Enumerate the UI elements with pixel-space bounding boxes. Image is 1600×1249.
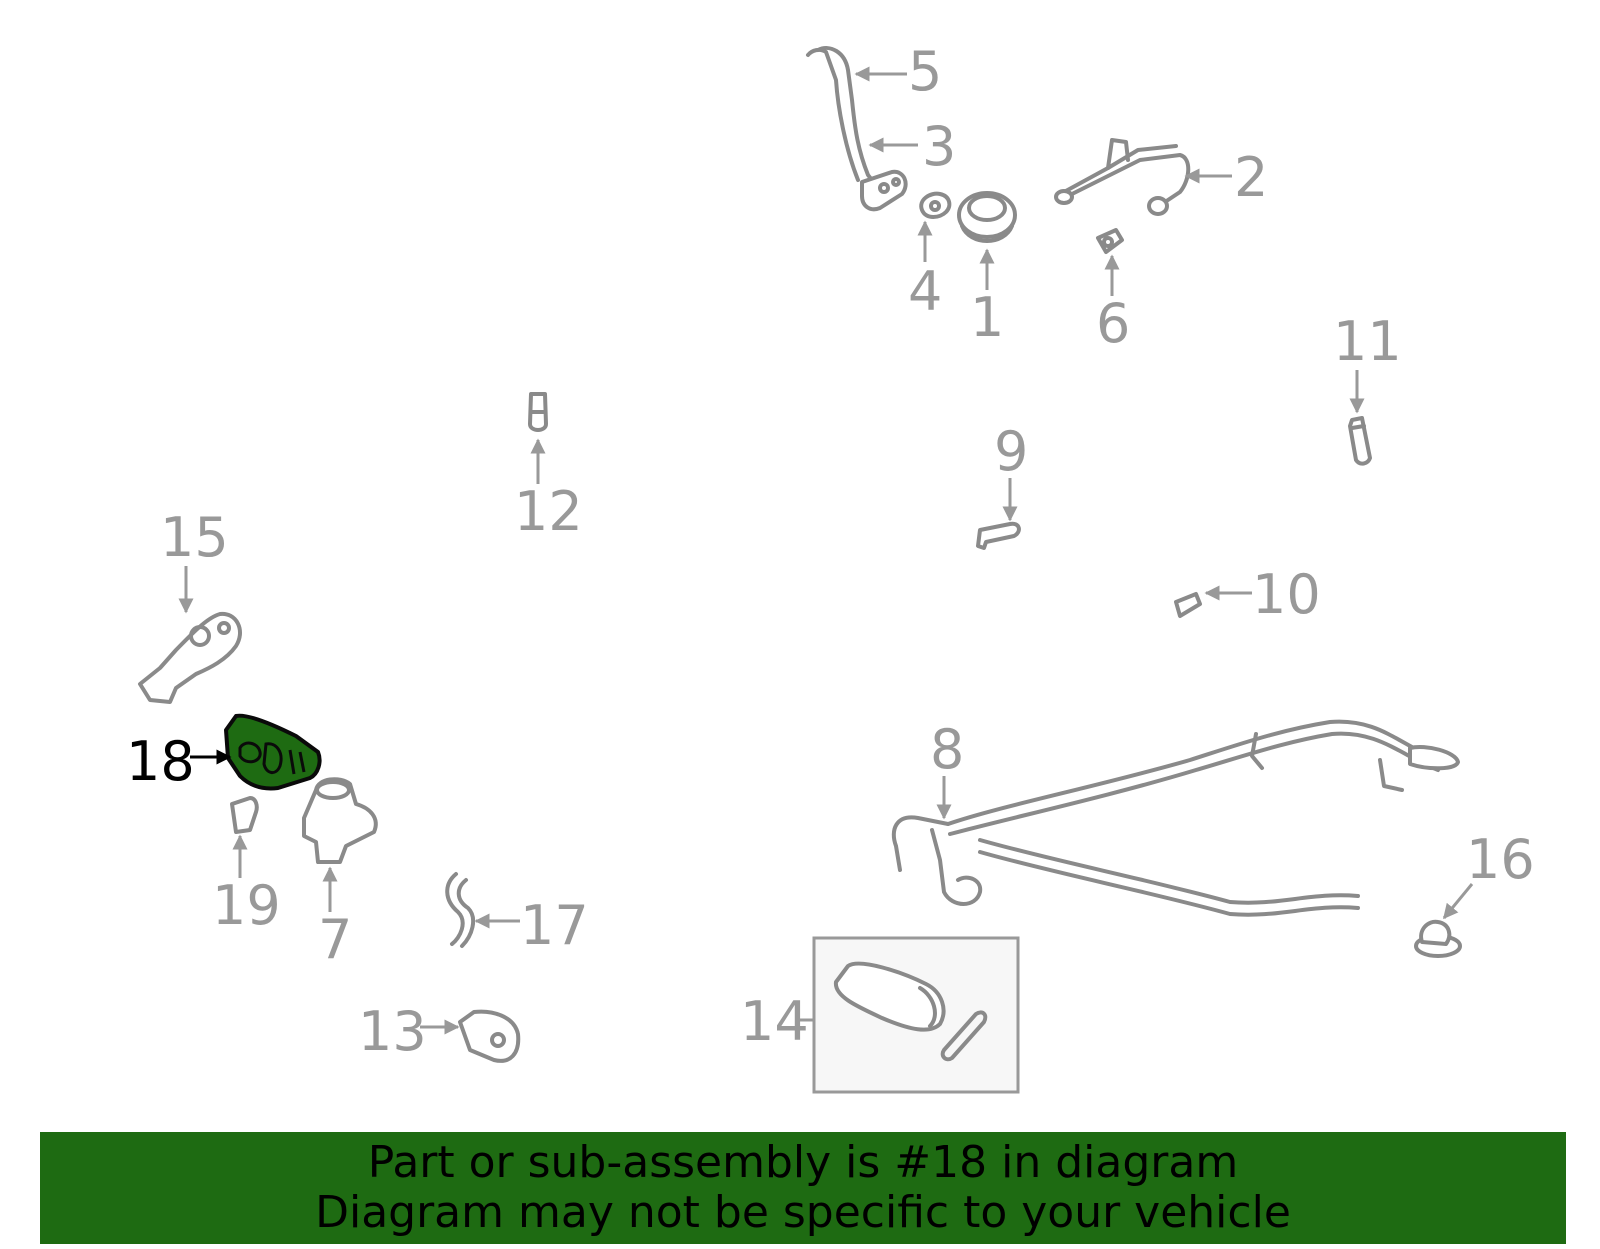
- part-7-valve[interactable]: [302, 777, 378, 864]
- callout-8: 8: [930, 718, 964, 781]
- callout-11: 11: [1333, 310, 1402, 373]
- part-1-egr-valve[interactable]: [957, 191, 1017, 243]
- callout-12: 12: [514, 480, 583, 543]
- part-4-gasket[interactable]: [919, 191, 952, 219]
- part-18-highlighted[interactable]: [224, 713, 322, 791]
- banner-line-1: Part or sub-assembly is #18 in diagram: [367, 1137, 1239, 1188]
- callout-4: 4: [908, 260, 942, 323]
- callout-17: 17: [520, 894, 589, 957]
- banner-line-2: Diagram may not be specific to your vehi…: [315, 1187, 1291, 1238]
- part-13-sensor[interactable]: [458, 1009, 521, 1063]
- part-14-canister[interactable]: [833, 961, 988, 1062]
- callout-14: 14: [740, 990, 809, 1053]
- info-banner: Part or sub-assembly is #18 in diagram D…: [40, 1132, 1566, 1244]
- callout-13: 13: [358, 1000, 427, 1063]
- part-6-fitting[interactable]: [1096, 228, 1124, 254]
- callout-18: 18: [126, 730, 195, 793]
- callout-7: 7: [318, 908, 352, 971]
- part-5-3-egr-tube[interactable]: [806, 46, 908, 212]
- callout-1: 1: [970, 286, 1004, 349]
- part-19-connector[interactable]: [230, 796, 259, 834]
- callout-9: 9: [994, 420, 1028, 483]
- part-15-intake-elbow[interactable]: [138, 611, 242, 704]
- part-16-grommet[interactable]: [1414, 919, 1462, 958]
- callout-10: 10: [1252, 563, 1321, 626]
- part-12-sensor[interactable]: [528, 392, 548, 432]
- part-11-sensor[interactable]: [1348, 416, 1372, 466]
- part-2-pipe[interactable]: [1054, 138, 1191, 216]
- callout-15: 15: [160, 506, 229, 569]
- callout-2: 2: [1234, 146, 1268, 209]
- callout-5: 5: [908, 40, 942, 103]
- part-10-clip[interactable]: [1174, 592, 1202, 618]
- callout-3: 3: [922, 115, 956, 178]
- callout-16: 16: [1466, 828, 1535, 891]
- part-17-hose[interactable]: [445, 872, 476, 948]
- callout-6: 6: [1096, 292, 1130, 355]
- part-8-wiring-harness[interactable]: [891, 719, 1460, 917]
- callout-19: 19: [212, 874, 281, 937]
- part-9-connector[interactable]: [976, 521, 1021, 550]
